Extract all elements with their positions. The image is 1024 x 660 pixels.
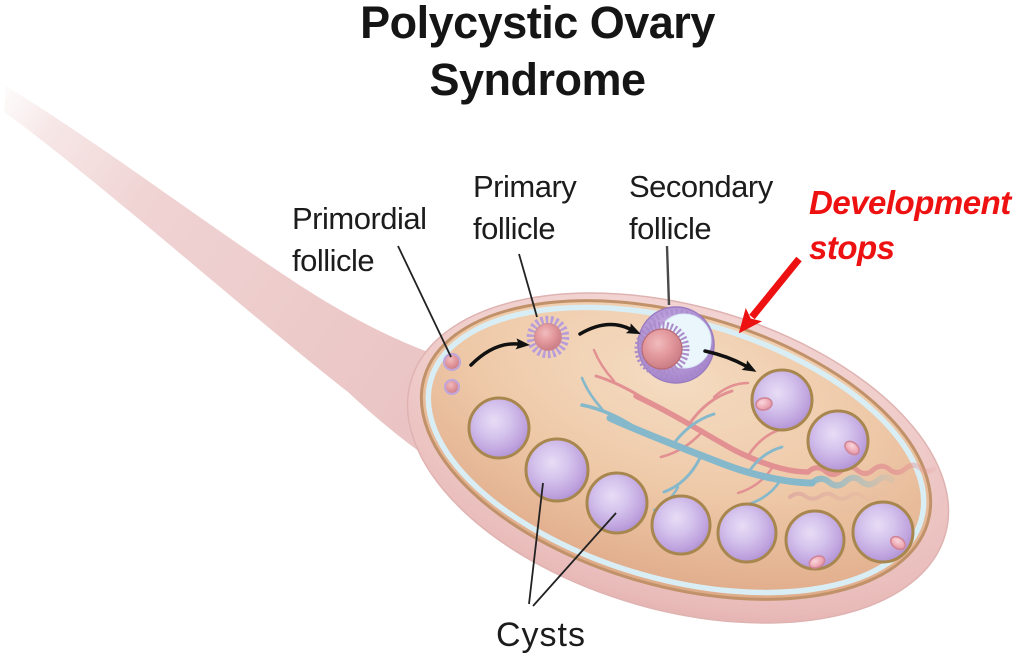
ovary-capsule-line xyxy=(425,304,927,596)
label-development-stops: Development stops xyxy=(809,184,1011,266)
artery-wavy-tail xyxy=(805,462,937,477)
granulosa-ring xyxy=(526,315,570,359)
primordial-follicle xyxy=(443,378,461,396)
cyst xyxy=(784,509,846,571)
vein-wavy-tail xyxy=(809,474,895,489)
ovary-stalk xyxy=(4,86,482,492)
blood-vessels xyxy=(580,348,937,512)
cyst xyxy=(467,396,531,460)
label-secondary-follicle: Secondary follicle xyxy=(629,169,773,246)
page-title: Polycystic Ovary Syndrome xyxy=(360,0,715,105)
egg-cells xyxy=(755,397,907,569)
artery xyxy=(592,348,811,495)
leader-lines xyxy=(397,245,671,607)
label-primordial-follicle: Primordial follicle xyxy=(292,201,427,278)
cyst xyxy=(524,437,590,503)
oocyte xyxy=(641,328,683,370)
maturation-arrows xyxy=(469,322,757,372)
leader-line-primordial xyxy=(397,245,452,358)
cyst xyxy=(750,368,814,432)
label-primary-follicle: Primary follicle xyxy=(473,169,577,246)
arrow-secondary-onward xyxy=(703,349,757,372)
primary-follicle xyxy=(526,315,570,359)
vessel-wavy-faint xyxy=(788,491,877,501)
arrow-primordial-to-primary xyxy=(469,338,530,367)
leader-line-primary xyxy=(518,253,538,318)
corona-radiata xyxy=(634,321,690,377)
egg-cell xyxy=(808,555,826,569)
primordial-follicle xyxy=(442,352,462,372)
development-stops-arrow xyxy=(738,256,802,334)
leader-line-secondary xyxy=(665,245,671,306)
egg-cell xyxy=(755,397,773,411)
egg-cell xyxy=(844,440,860,456)
cyst xyxy=(650,494,712,556)
label-cysts: Cysts xyxy=(496,616,586,654)
secondary-follicle xyxy=(634,306,715,384)
cyst xyxy=(585,471,649,535)
egg-cell xyxy=(889,535,907,551)
cyst xyxy=(716,502,778,564)
arrow-primary-to-secondary xyxy=(578,322,641,336)
primordial-follicles xyxy=(442,352,462,396)
leader-line-cyst-1 xyxy=(528,482,544,605)
oocyte xyxy=(534,323,562,351)
cyst xyxy=(851,500,915,564)
cyst xyxy=(806,409,870,473)
leader-line-cyst-2 xyxy=(532,512,617,607)
